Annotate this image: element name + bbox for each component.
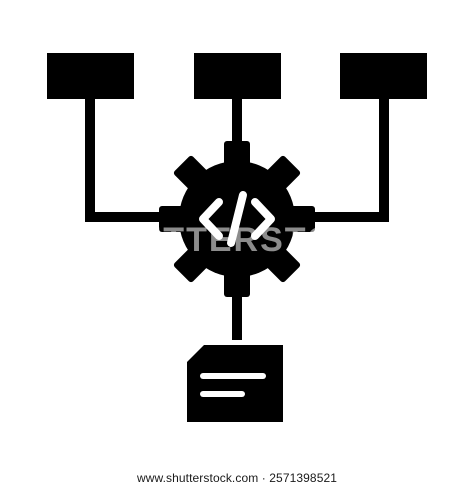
connector-right — [294, 96, 389, 222]
gear-tooth — [224, 141, 250, 171]
watermark-footer: www.shutterstock.com · 2571398521 — [0, 466, 474, 489]
gear-teeth — [159, 141, 315, 297]
top-right-block — [340, 53, 427, 99]
gear-tooth — [159, 206, 189, 232]
code-brackets-icon — [199, 191, 275, 247]
watermark-footer-text: www.shutterstock.com · 2571398521 — [136, 470, 338, 485]
code-gear-workflow-icon: SHUTTERSTOCK — [47, 53, 427, 422]
gear-tooth — [285, 206, 315, 232]
gear-tooth — [262, 155, 301, 194]
document-body — [187, 345, 283, 422]
watermark-center-text: SHUTTERSTOCK — [86, 221, 389, 259]
connector-left — [85, 96, 180, 222]
gear-tooth — [224, 267, 250, 297]
gear-tooth — [173, 244, 212, 283]
document-icon — [187, 345, 283, 422]
top-center-block — [194, 53, 281, 99]
code-slash — [227, 191, 247, 247]
left-angle-bracket — [199, 198, 223, 240]
gear-tooth — [262, 244, 301, 283]
right-angle-bracket — [251, 198, 275, 240]
top-left-block — [47, 53, 134, 99]
gear-tooth — [173, 155, 212, 194]
